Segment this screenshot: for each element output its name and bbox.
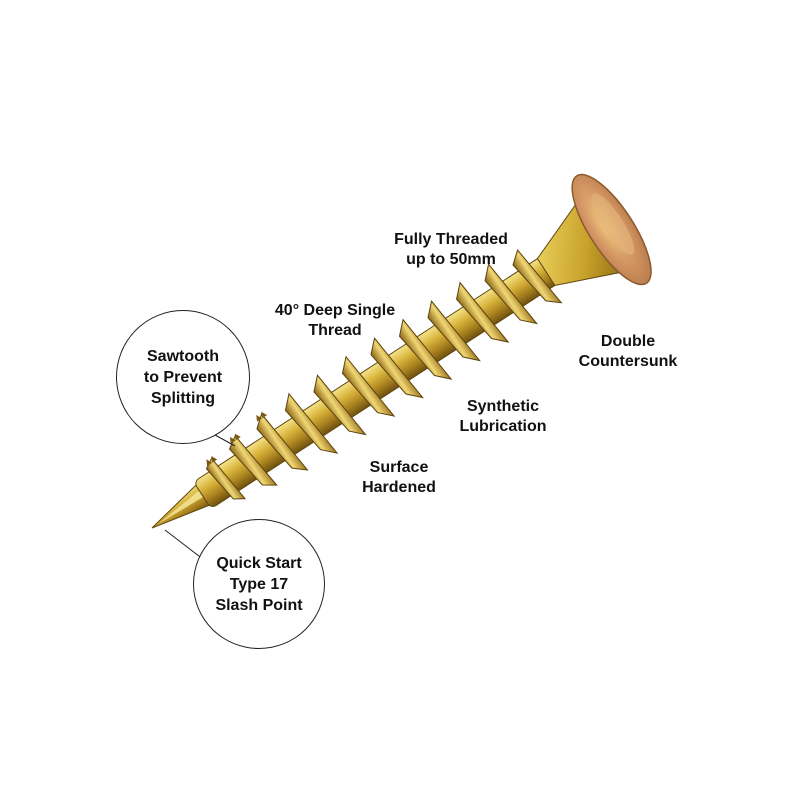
screw-threads [205, 249, 563, 500]
deep-thread-line2: Thread [308, 322, 362, 339]
deep-thread-line1: 40° Deep Single [274, 302, 396, 319]
surface-hardened-label: Surface Hardened [352, 458, 446, 498]
sawtooth-serrations [206, 411, 268, 466]
deep-thread-label: 40° Deep Single Thread [262, 301, 408, 341]
sawtooth-callout-circle: Sawtooth to Prevent Splitting [116, 310, 250, 444]
surface-hardened-line2: Hardened [362, 479, 436, 496]
double-countersunk-line2: Countersunk [578, 353, 678, 370]
fully-threaded-line2: up to 50mm [406, 251, 496, 268]
synthetic-lubrication-label: Synthetic Lubrication [450, 397, 556, 437]
quick-start-line1: Quick Start [216, 554, 302, 572]
quick-start-line3: Slash Point [215, 596, 303, 614]
fully-threaded-label: Fully Threaded up to 50mm [378, 230, 524, 270]
sawtooth-line3: Splitting [151, 389, 215, 407]
synthetic-lubrication-line1: Synthetic [466, 398, 539, 415]
fully-threaded-line1: Fully Threaded [394, 231, 508, 248]
synthetic-lubrication-line2: Lubrication [459, 418, 547, 435]
sawtooth-line1: Sawtooth [147, 347, 219, 365]
double-countersunk-line1: Double [600, 333, 656, 350]
surface-hardened-line1: Surface [369, 459, 429, 476]
sawtooth-line2: to Prevent [143, 368, 223, 386]
quick-start-line2: Type 17 [229, 575, 289, 593]
double-countersunk-label: Double Countersunk [568, 332, 688, 372]
quick-start-callout-circle: Quick Start Type 17 Slash Point [193, 519, 325, 649]
